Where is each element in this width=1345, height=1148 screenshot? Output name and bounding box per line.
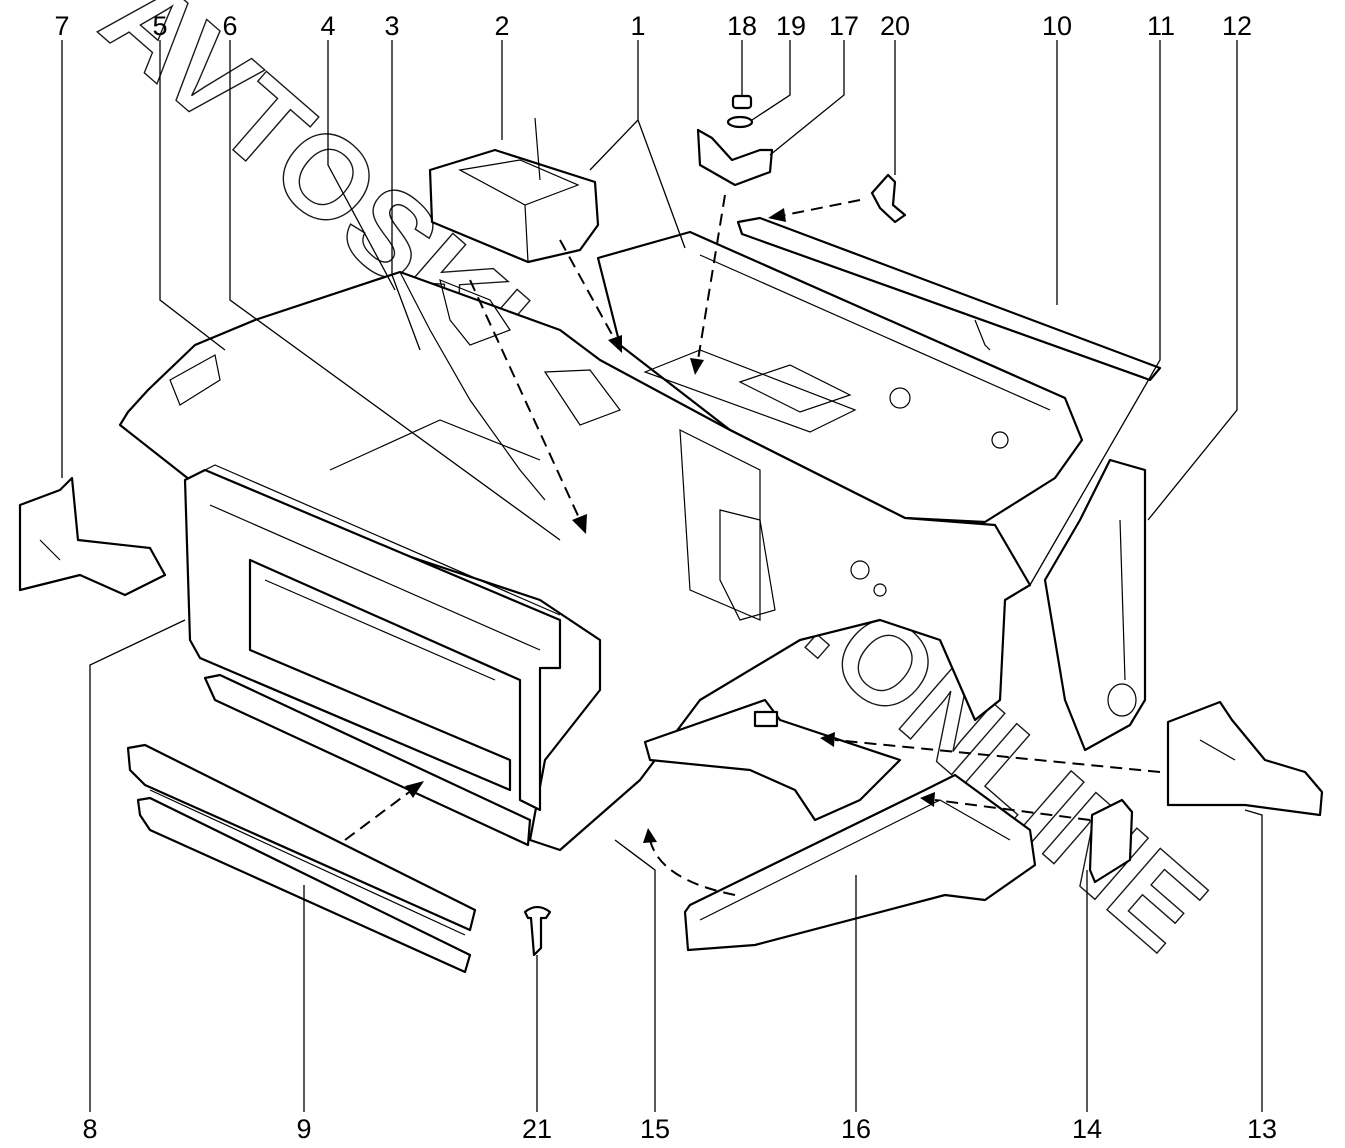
part-13-right-bracket: [1166, 700, 1324, 817]
callout-3: 3: [384, 11, 399, 41]
callout-16: 16: [841, 1114, 871, 1144]
part-1-dash-panel: [596, 230, 1084, 524]
callout-9: 9: [296, 1114, 311, 1144]
part-19-washer: [726, 115, 754, 129]
part-14-plate: [1088, 798, 1134, 884]
front-body-structure: [118, 270, 1032, 852]
assembly-arrows: [344, 194, 1161, 896]
part-12-right-side-panel: [1043, 458, 1147, 752]
callout-19: 19: [776, 11, 806, 41]
callout-17: 17: [829, 11, 859, 41]
callout-13: 13: [1247, 1114, 1277, 1144]
part-10-strip: [736, 216, 1162, 382]
part-15-lower-rail: [643, 698, 902, 822]
callout-6: 6: [222, 11, 237, 41]
callout-10: 10: [1042, 11, 1072, 41]
callout-12: 12: [1222, 11, 1252, 41]
callout-1: 1: [630, 11, 645, 41]
part-7-left-bracket: [18, 476, 167, 597]
callout-14: 14: [1072, 1114, 1102, 1144]
callout-8: 8: [82, 1114, 97, 1144]
part-16-side-rail: [683, 773, 1037, 952]
part-17-bracket: [696, 128, 774, 187]
callout-20: 20: [880, 11, 910, 41]
callout-7: 7: [54, 11, 69, 41]
part-18-nut: [731, 94, 753, 110]
callout-15: 15: [640, 1114, 670, 1144]
part-8-radiator-support: [183, 464, 562, 812]
part-21-bolt: [523, 905, 552, 957]
callout-18: 18: [727, 11, 757, 41]
callout-5: 5: [152, 11, 167, 41]
part-2-battery-tray: [428, 117, 600, 264]
callout-labels: 7 5 6 4 3 2 1 18 19 17 20 10 11 12 8 9 2…: [54, 11, 1277, 1144]
part-20-bracket: [870, 173, 907, 224]
callout-2: 2: [494, 11, 509, 41]
callout-4: 4: [320, 11, 335, 41]
callout-21: 21: [522, 1114, 552, 1144]
leader-lines: [61, 40, 1263, 1112]
callout-11: 11: [1147, 11, 1175, 41]
lower-radiator-strip: [203, 673, 532, 847]
